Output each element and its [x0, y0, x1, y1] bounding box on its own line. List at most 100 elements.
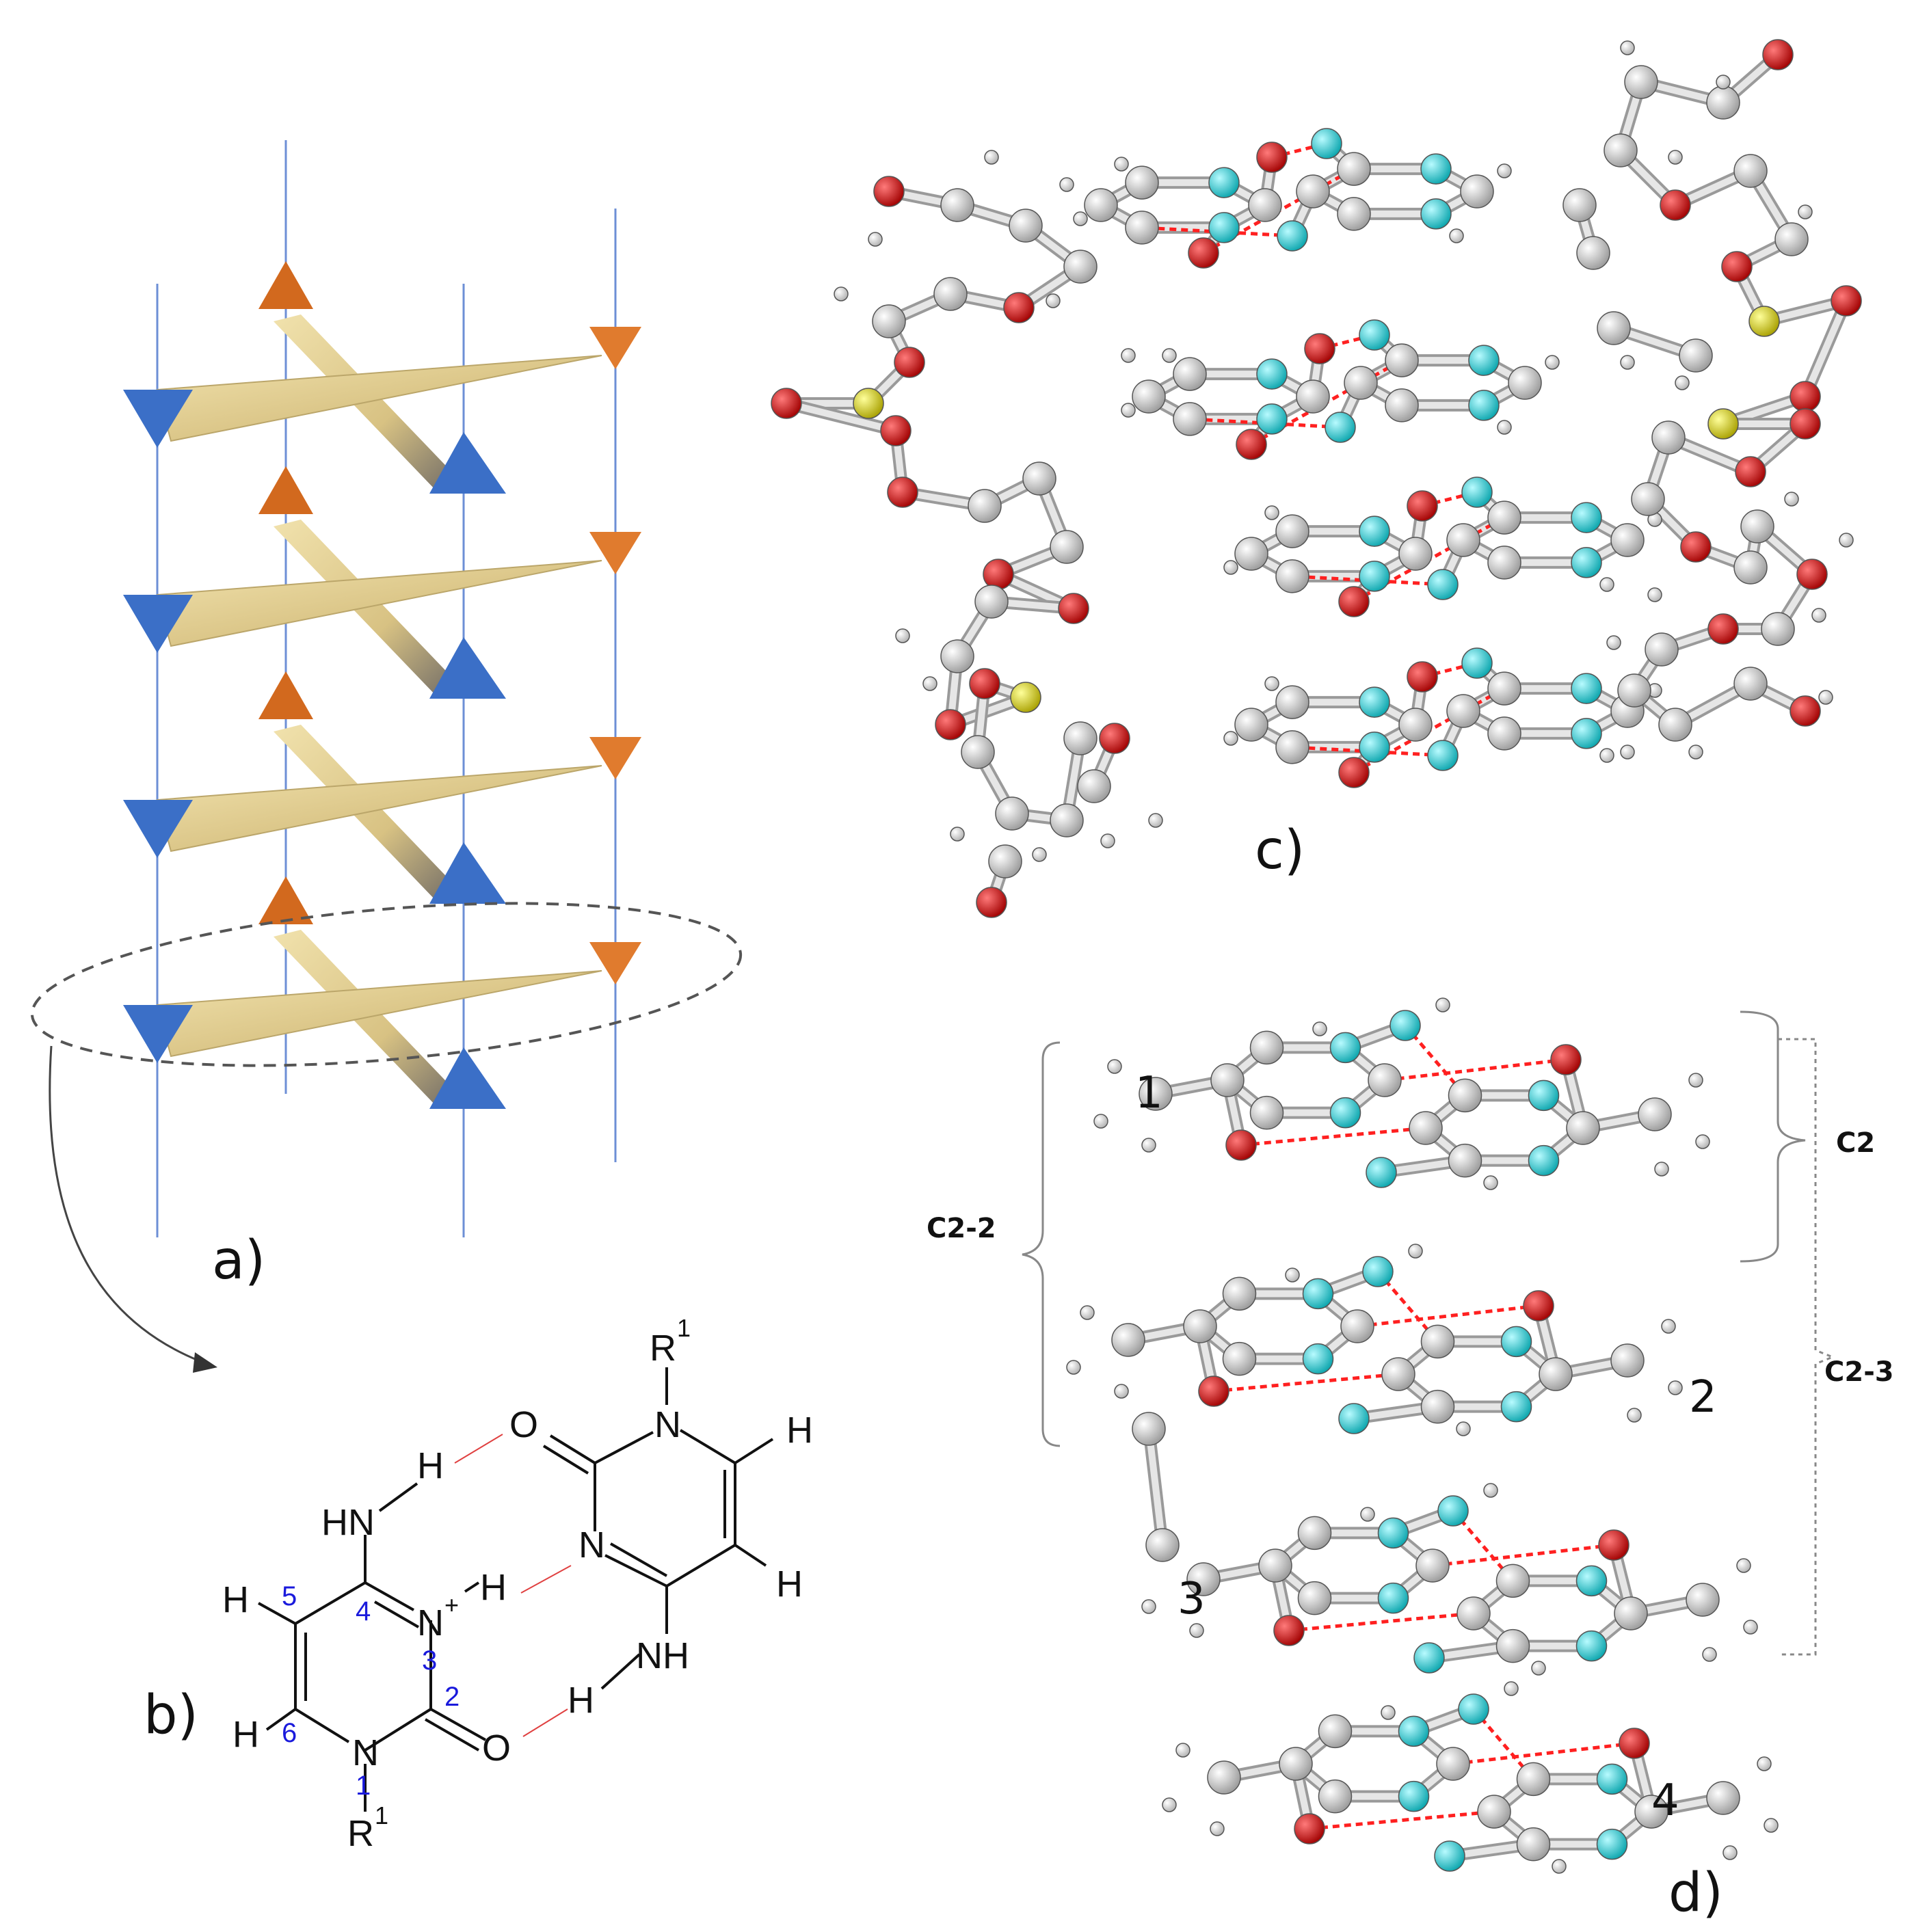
ring-number-5: 5: [282, 1581, 297, 1611]
carbon-atom: [1296, 379, 1330, 414]
nitrogen-atom: [1359, 732, 1390, 763]
atoms: [1066, 997, 1779, 1874]
atom-r1-bottom: R: [347, 1813, 374, 1854]
hydrogen-atom: [1716, 75, 1731, 90]
carbon-atom: [933, 277, 968, 311]
carbon-atom: [995, 796, 1029, 831]
carbon-atom: [1508, 366, 1542, 400]
carbon-atom: [1446, 694, 1480, 728]
carbon-atom: [1145, 1528, 1180, 1562]
hydrogen-atom: [1497, 163, 1512, 178]
carbon-atom: [940, 639, 974, 673]
carbon-atom: [1275, 685, 1309, 719]
oxygen-atom: [1099, 723, 1130, 754]
oxygen-atom: [1198, 1376, 1229, 1407]
oxygen-atom: [1796, 559, 1828, 590]
hydrogen-atom: [1456, 1421, 1471, 1436]
hydrogen-bond: [1432, 1543, 1614, 1568]
carbon-atom: [1495, 1628, 1530, 1663]
carbon-atom: [1448, 1143, 1482, 1178]
hydrogen-atom: [1189, 1623, 1204, 1638]
hydrogen-atom: [1381, 1705, 1396, 1720]
nitrogen-atom: [1468, 345, 1500, 376]
carbon-atom: [1733, 154, 1768, 188]
blue-triangle-down-icon: [123, 1005, 193, 1063]
hydrogen-atom: [1764, 1818, 1779, 1833]
carbon-atom: [1604, 133, 1638, 167]
hydrogen-atom: [1504, 1681, 1519, 1696]
oxygen-atom: [1338, 757, 1370, 788]
carbon-atom: [940, 188, 974, 222]
carbon-atom: [1385, 343, 1419, 377]
level-label-2: 2: [1689, 1372, 1717, 1423]
nitrogen-atom: [1389, 1010, 1421, 1041]
hydrogen-atom: [1093, 1114, 1108, 1129]
hydrogen-bond: [1240, 1126, 1426, 1147]
panel-a-diagram: a): [30, 140, 743, 1373]
hydrogen-atom: [1599, 748, 1614, 763]
nitrogen-atom: [1528, 1079, 1560, 1112]
hydrogen-bond: [1213, 1372, 1399, 1393]
nitrogen-atom: [1366, 1157, 1397, 1188]
carbon-atom: [1610, 1343, 1645, 1378]
nitrogen-atom: [1461, 647, 1493, 679]
hydrogen-atom: [1627, 1408, 1642, 1423]
carbon-atom: [1022, 461, 1056, 496]
oxygen-atom: [873, 176, 905, 207]
hydrogen-atom: [1702, 1647, 1717, 1662]
carbon-atom: [1733, 667, 1768, 701]
group-label-c2: C2: [1836, 1127, 1875, 1159]
oxygen-atom: [1598, 1529, 1629, 1561]
carbon-atom: [1258, 1548, 1292, 1583]
hydrogen-atom: [1695, 1134, 1710, 1149]
atom-h6: H: [232, 1714, 259, 1755]
carbon-atom: [1344, 366, 1378, 400]
atom-r1-bottom-sup: 1: [375, 1801, 388, 1829]
carbon-atom: [1297, 1581, 1332, 1615]
carbon-atom: [1318, 1714, 1353, 1749]
panel-b-label: b): [144, 1685, 198, 1746]
level-label-1: 1: [1135, 1068, 1163, 1118]
carbon-atom: [1009, 209, 1043, 243]
orange-triangle-up-icon: [258, 261, 313, 309]
hydrogen-atom: [1264, 676, 1279, 691]
carbon-atom: [1516, 1827, 1551, 1862]
hydrogen-atom: [1223, 560, 1238, 575]
carbon-atom: [1774, 222, 1809, 256]
carbon-atom: [1576, 236, 1610, 270]
nitrogen-atom: [1377, 1582, 1409, 1614]
oxygen-atom: [1294, 1813, 1325, 1844]
arrow-curve: [49, 1045, 199, 1362]
panel-a-label: a): [212, 1230, 265, 1291]
wedge-diagonal: [274, 930, 458, 1108]
blue-triangle-down-icon: [123, 390, 193, 448]
nitrogen-atom: [1329, 1032, 1361, 1064]
carbon-atom: [1063, 721, 1097, 755]
hydrogen-bonds: [1213, 1024, 1635, 1831]
hydrogen-atom: [1114, 157, 1129, 172]
carbon-atom: [1296, 174, 1330, 209]
oxygen-atom: [1003, 292, 1035, 323]
nitrogen-atom: [1437, 1495, 1469, 1527]
hydrogen-atom: [1552, 1859, 1567, 1874]
hydrogen-atom: [1285, 1267, 1300, 1283]
atom-h-right-bottom: H: [776, 1564, 803, 1605]
oxygen-atom: [1225, 1129, 1257, 1161]
group-label-c2-3: C2-3: [1824, 1356, 1894, 1388]
carbon-atom: [1186, 1562, 1221, 1596]
nitrogen-atom: [1500, 1326, 1532, 1358]
hydrogen-atom: [1620, 40, 1635, 55]
nitrogen-atom: [1359, 686, 1390, 718]
oxygen-atom: [1790, 695, 1821, 727]
panel-d-label: d): [1668, 1862, 1723, 1924]
nitrogen-atom: [1427, 740, 1459, 771]
atom-o2: O: [482, 1728, 511, 1769]
hydrogen-atom: [834, 286, 849, 301]
nitrogen-atom: [1571, 547, 1602, 578]
carbon-atom: [1275, 514, 1309, 548]
orange-triangle-down-icon: [589, 532, 641, 574]
orange-triangle-up-icon: [258, 671, 313, 719]
carbon-atom: [1207, 1760, 1241, 1795]
hydrogen-atom: [1107, 1059, 1122, 1074]
